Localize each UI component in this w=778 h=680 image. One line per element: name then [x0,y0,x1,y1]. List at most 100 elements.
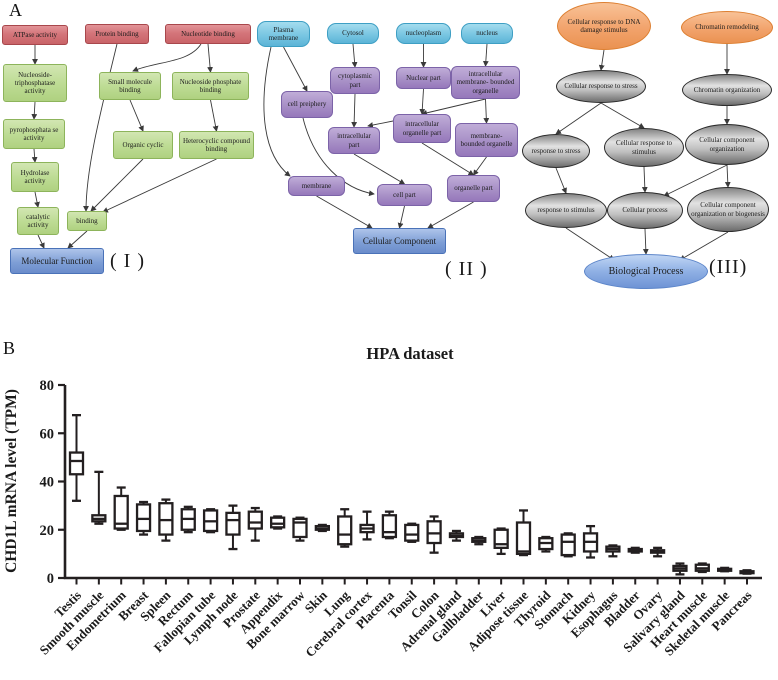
box-4 [158,502,174,536]
box-20 [515,521,532,556]
node-mb-organelle: membrane- bounded organelle [455,123,518,157]
node-crdds: Cellular response to DNA damage stimulus [557,2,651,50]
y-tick-label: 0 [47,571,54,587]
y-tick-label: 60 [40,426,55,442]
box-2 [113,494,129,530]
y-tick-label: 20 [40,523,55,539]
y-axis-label: CHD1L mRNA level (TPM) [3,389,20,573]
node-heterocyclic-binding: Heterocyclic compound binding [179,131,254,159]
node-cellular-component: Cellular Component [353,228,446,254]
arrow-catalytic_activity-to-molecular_function [37,234,45,249]
box-0 [68,451,85,476]
arrow-nucleotide_binding-to-nucleoside_phosphate_binding [207,43,213,73]
node-protein-binding: Protein binding [85,24,149,44]
node-cytosol: Cytosol [327,23,379,44]
node-cellular-process: Cellular process [607,192,683,229]
arrow-hydrolase_activity-to-catalytic_activity [34,191,40,208]
node-atpase-activity: ATPase activity [2,25,68,45]
arrow-organic_cyclic-to-binding [90,158,144,212]
node-imb-organelle: intracellular membrane- bounded organell… [451,66,520,99]
node-cr-stimulus: Cellular response to stimulus [604,128,684,167]
arrow-protein_binding-to-binding [83,43,118,212]
arrow-intra_organelle_part-to-organelle_part [421,142,475,176]
arrow-nuclear_part-to-intra_organelle_part [419,88,426,115]
arrow-crdds-to-cr_stress [598,49,605,71]
box-7 [225,511,241,536]
group-label-biological-process: (III) [709,256,748,278]
arrow-response_stress-to-response_stimulus [555,167,567,194]
node-nts-activity: Nucleoside- triphosphatase activity [3,64,67,102]
panel-a-go-diagram: ATPase activity Protein binding Nucleotide… [0,0,778,335]
node-organelle-part: organelle part [447,175,500,202]
arrow-cell_part-to-cellular_component [397,205,405,229]
node-catalytic-activity: catalytic activity [17,207,59,235]
node-nucleotide-binding: Nucleotide binding [165,24,251,44]
node-nucleoside-phosphate-binding: Nucleoside phosphate binding [172,72,249,100]
box-15 [404,523,420,542]
arrow-small_molecule_binding-to-organic_cyclic [129,99,144,132]
node-cr-stress: Cellular response to stress [556,70,646,103]
node-response-stress: response to stress [522,134,590,168]
arrow-cr_stimulus-to-cellular_process [641,166,648,193]
arrow-cc_organization-to-cc_org_biogenesis [724,164,731,188]
node-chromatin-organization: Chromatin organization [682,74,772,106]
panel-b-label: B [3,338,16,358]
y-tick-label: 40 [40,475,55,491]
node-hydrolase-activity: Hydrolase activity [11,162,59,192]
arrow-heterocyclic_binding-to-binding [102,158,217,213]
node-cc-organization: Cellular component organization [685,124,769,165]
arrow-binding-to-molecular_function [67,230,88,249]
arrow-nts_activity-to-pyrophosphatase_activity [31,101,38,120]
box-22 [560,533,576,557]
box-3 [135,503,152,533]
node-cytoplasmic-part: cytoplasmic part [330,67,380,94]
node-response-stimulus: response to stimulus [525,193,607,228]
arrow-imb_organelle-to-intra_organelle_part [421,98,486,116]
arrow-cell_periphery-to-cell_part [302,117,375,197]
arrow-pyrophosphatase_activity-to-hydrolase_activity [31,148,38,163]
arrow-nucleus-to-imb_organelle [482,43,489,67]
arrow-nucleoside_phosphate_binding-to-heterocyclic_binding [210,99,219,132]
node-cell-periphery: cell preiphery [281,91,333,118]
arrow-organelle_part-to-cellular_component [427,201,474,229]
arrow-plasma_membrane-to-membrane [263,46,291,177]
arrow-imb_organelle-to-mb_organelle [483,98,490,124]
diagram-arrows [31,43,731,261]
arrow-nucleotide_binding-to-small_molecule_binding [132,43,202,72]
group-label-molecular-function: ( I ) [110,250,145,272]
node-chromatin-remodeling: Chromatin remodeling [681,11,773,44]
node-cell-part: cell part [377,184,432,206]
arrow-cc_organization-to-cellular_process [663,164,728,197]
chart-title: HPA dataset [366,344,454,363]
box-16 [426,520,442,545]
box-14 [381,514,398,539]
node-small-molecule-binding: Small molecule binding [99,72,161,100]
node-organic-cyclic: Organic cyclic [113,131,173,159]
arrow-intracellular_part-to-cell_part [353,153,406,185]
arrow-cytoplasmic_part-to-intracellular_part [351,93,358,128]
node-molecular-function: Molecular Function [10,248,104,274]
group-label-cellular-component: ( II ) [445,258,488,280]
node-nuclear-part: Nuclear part [396,67,451,89]
node-pyrophosphatase-activity: pyrophosphata se activity [3,119,65,149]
node-cc-org-biogenesis: Cellular component organization or bioge… [687,187,769,232]
arrow-cytosol-to-cytoplasmic_part [351,43,358,68]
y-tick-label: 80 [40,378,55,394]
box-12 [337,515,353,546]
node-nucleus: nucleus [461,23,513,44]
arrow-cr_stress-to-response_stress [555,102,602,135]
arrow-mb_organelle-to-organelle_part [472,156,487,176]
node-membrane: membrane [288,176,345,196]
arrow-membrane-to-cellular_component [316,195,373,229]
panel-a-label: A [9,0,22,20]
box-8 [247,510,263,530]
node-plasma-membrane: Plasma membrane [257,21,310,47]
box-9 [269,516,286,529]
node-biological-process: Biological Process [584,254,708,289]
arrow-response_stimulus-to-biological_process [565,227,615,261]
arrow-cellular_process-to-biological_process [642,228,649,255]
node-intra-organelle-part: intracellular organelle part [393,114,451,143]
